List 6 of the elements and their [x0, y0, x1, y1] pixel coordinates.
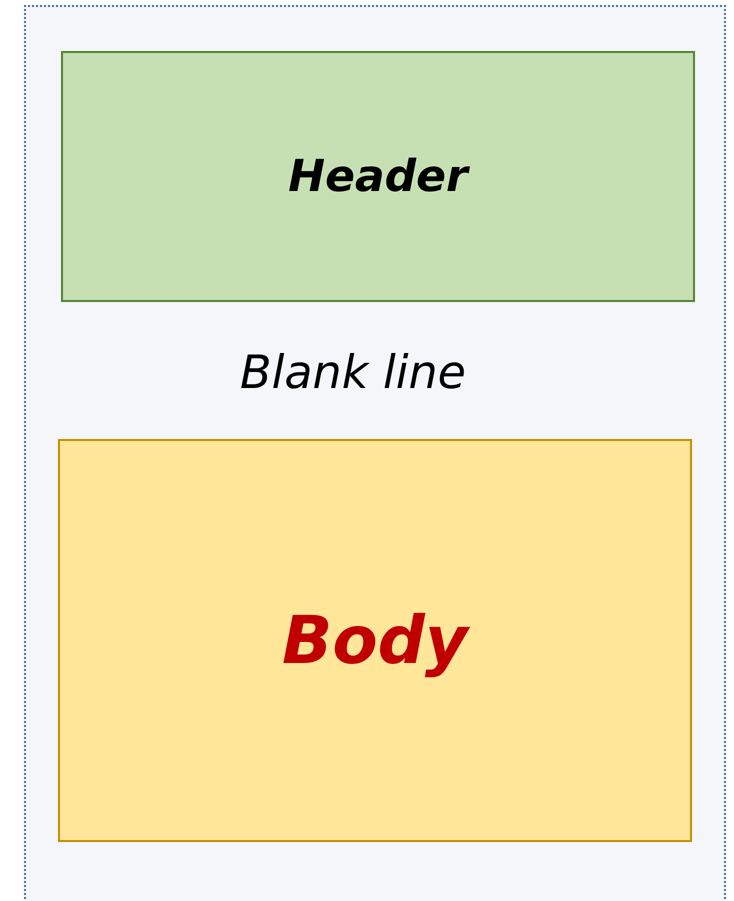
box-title: Body [282, 602, 468, 679]
body-box [58, 439, 692, 842]
text-label: Blank line [240, 345, 466, 399]
box-title: Header [288, 151, 468, 202]
container-frame [24, 5, 726, 901]
header-box [61, 51, 695, 302]
